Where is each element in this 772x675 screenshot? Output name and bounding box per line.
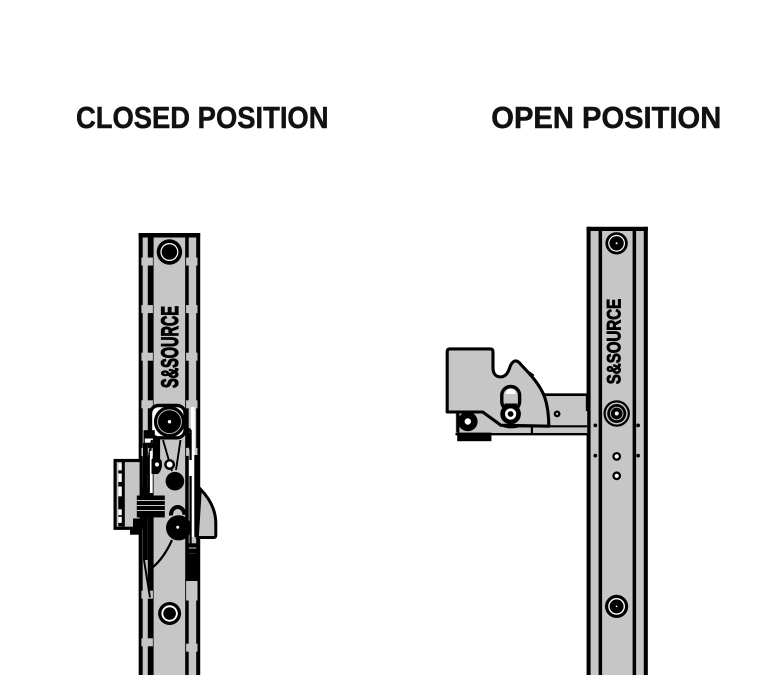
svg-text:CLOSED POSITION: CLOSED POSITION	[76, 100, 329, 135]
svg-text:S&SOURCE: S&SOURCE	[604, 299, 626, 385]
svg-text:S&SOURCE: S&SOURCE	[157, 306, 184, 388]
svg-text:OPEN POSITION: OPEN POSITION	[491, 100, 721, 135]
